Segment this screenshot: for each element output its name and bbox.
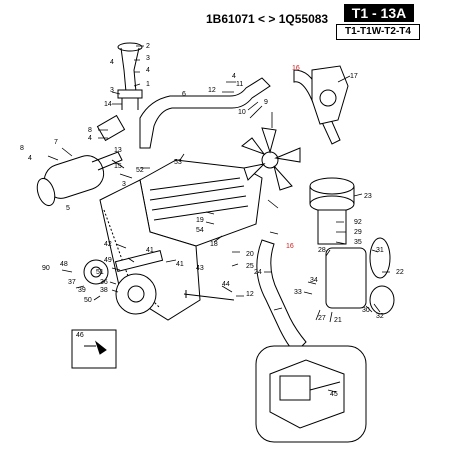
model-list: T1-T1W-T2-T4 xyxy=(336,24,420,40)
callout-22: 22 xyxy=(396,269,404,276)
callout-3: 3 xyxy=(110,87,114,94)
callout-3: 3 xyxy=(146,55,150,62)
callout-27: 27 xyxy=(318,315,326,322)
callout-44: 44 xyxy=(222,281,230,288)
callout-11: 11 xyxy=(236,81,243,88)
callout-23: 23 xyxy=(364,193,372,200)
cylinder-head xyxy=(139,159,263,247)
pre-cleaner xyxy=(325,237,395,315)
callout-7: 7 xyxy=(54,139,58,146)
callout-4: 4 xyxy=(232,73,236,80)
callout-numbers: 2 3 4 4 1 3 14 8 4 6 4 11 12 10 9 16 17 … xyxy=(20,43,404,398)
callout-16: 16 xyxy=(292,65,300,72)
callout-20: 20 xyxy=(246,251,254,258)
callout-43: 43 xyxy=(196,265,204,272)
callout-52: 52 xyxy=(136,167,144,174)
leader-lines xyxy=(47,45,390,393)
callout-4: 4 xyxy=(146,67,150,74)
callout-36: 36 xyxy=(100,279,108,286)
exhaust-pipe xyxy=(139,77,271,149)
callout-8: 8 xyxy=(20,145,24,152)
key-box xyxy=(71,329,117,369)
callout-8: 8 xyxy=(88,127,92,134)
callout-28: 28 xyxy=(318,247,326,254)
callout-45: 45 xyxy=(330,391,338,398)
fan xyxy=(240,127,301,191)
callout-12: 12 xyxy=(208,87,216,94)
callout-3: 3 xyxy=(122,181,126,188)
callout-6: 6 xyxy=(182,91,186,98)
callout-50: 50 xyxy=(84,297,92,304)
callout-12: 12 xyxy=(246,291,254,298)
callout-25: 25 xyxy=(246,263,254,270)
callout-19: 19 xyxy=(196,217,204,224)
callout-21: 21 xyxy=(334,317,342,324)
callout-1: 1 xyxy=(146,81,150,88)
bracket xyxy=(311,65,349,125)
callout-31: 31 xyxy=(376,247,384,254)
callout-4: 4 xyxy=(28,155,32,162)
callout-30: 30 xyxy=(362,307,370,314)
callout-54: 54 xyxy=(196,227,204,234)
exhaust-elbow xyxy=(117,42,143,110)
intake-hose xyxy=(256,239,307,353)
callout-41: 41 xyxy=(146,247,154,254)
callout-10: 10 xyxy=(238,109,246,116)
tensioner-arm xyxy=(114,249,164,273)
callout-39: 39 xyxy=(78,287,86,294)
callout-9: 9 xyxy=(264,99,268,106)
silencer xyxy=(36,151,123,207)
crank-pulley xyxy=(83,259,157,315)
serial-range: 1B61071 < > 1Q55083 xyxy=(206,12,329,26)
air-filter xyxy=(309,177,355,245)
long-bolt xyxy=(183,290,235,301)
callout-35: 35 xyxy=(354,239,362,246)
callout-48: 48 xyxy=(60,261,68,268)
starter-inset xyxy=(255,345,367,443)
callout-90: 90 xyxy=(42,265,50,272)
callout-53: 53 xyxy=(174,159,182,166)
callout-51: 51 xyxy=(96,269,104,276)
callout-38: 38 xyxy=(100,287,108,294)
callout-32: 32 xyxy=(376,313,384,320)
callout-17: 17 xyxy=(350,73,358,80)
clamp xyxy=(96,114,126,142)
callout-49: 49 xyxy=(104,257,112,264)
callout-33: 33 xyxy=(294,289,302,296)
plate-code: T1 - 13A xyxy=(344,4,414,22)
callout-24: 24 xyxy=(254,269,262,276)
callout-46: 46 xyxy=(76,332,84,339)
callout-15: 15 xyxy=(114,163,122,170)
callout-16: 16 xyxy=(286,243,294,250)
callout-37: 37 xyxy=(68,279,76,286)
callout-42: 42 xyxy=(104,241,112,248)
callout-2: 2 xyxy=(146,43,150,50)
callout-41: 41 xyxy=(176,261,184,268)
callout-4: 4 xyxy=(88,135,92,142)
callout-92: 92 xyxy=(354,219,362,226)
callout-13: 13 xyxy=(114,147,122,154)
callout-18: 18 xyxy=(210,241,218,248)
callout-14: 14 xyxy=(104,101,112,108)
callout-34: 34 xyxy=(310,277,318,284)
callout-29: 29 xyxy=(354,229,362,236)
callout-5: 5 xyxy=(66,205,70,212)
callout-4: 4 xyxy=(110,59,114,66)
